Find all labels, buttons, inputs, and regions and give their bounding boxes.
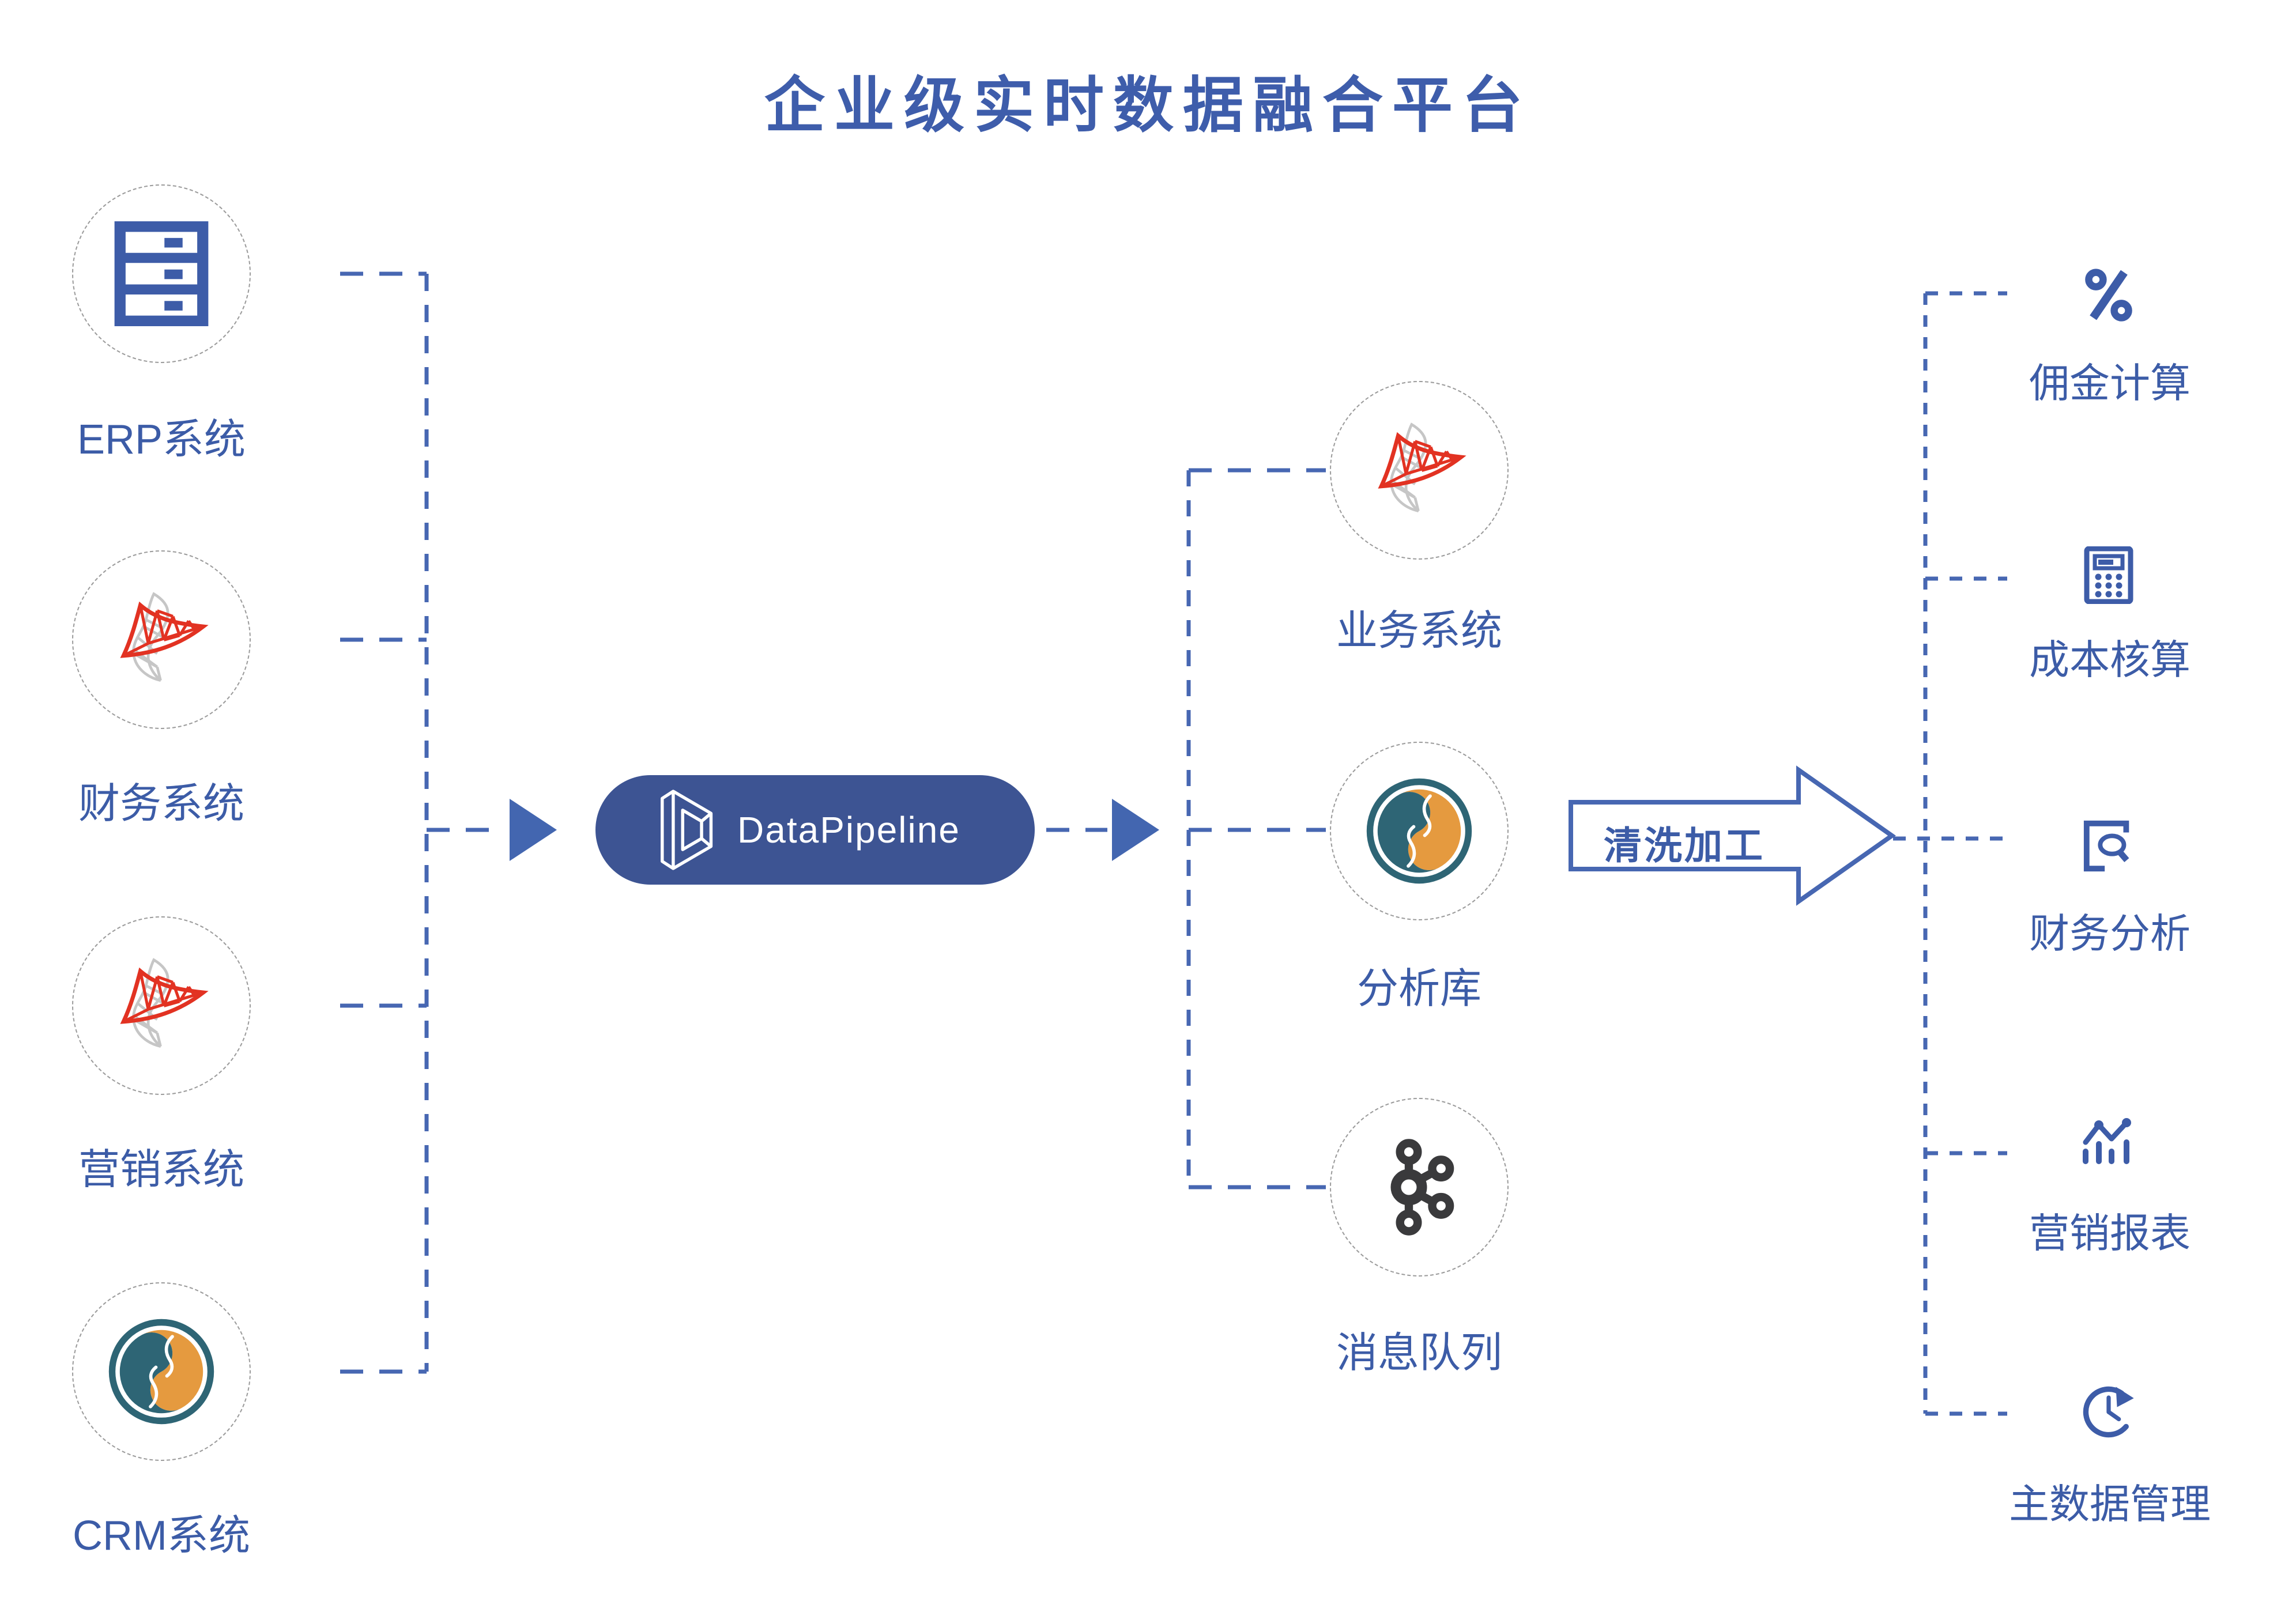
application-label: 佣金计算 — [2029, 361, 2191, 406]
process-arrow-label: 清洗加工 — [1604, 824, 1765, 867]
source-connector-lines — [340, 271, 505, 1374]
mysql-icon — [1366, 778, 1472, 884]
arrowhead-into-platform — [510, 799, 557, 861]
staging-node-analytics — [1330, 742, 1509, 920]
source-node-finance — [72, 550, 251, 729]
application-label: 主数据管理 — [2009, 1482, 2211, 1527]
source-label: 财务系统 — [78, 781, 244, 827]
application-connector-lines — [1893, 291, 2007, 1416]
datapipeline-logo-icon — [661, 790, 713, 870]
server-icon — [114, 221, 209, 326]
platform-output-lines — [1046, 468, 1326, 1189]
source-node-crm — [72, 1282, 251, 1461]
arrowhead-into-staging — [1112, 799, 1159, 861]
sqlserver-icon — [119, 957, 209, 1048]
chart-icon — [2083, 1118, 2131, 1164]
source-label: 营销系统 — [78, 1147, 244, 1193]
process-block-arrow — [1569, 765, 1896, 906]
staging-label: 消息队列 — [1336, 1330, 1502, 1376]
source-node-erp — [72, 184, 251, 363]
source-node-marketing — [72, 916, 251, 1095]
datapipeline-platform: DataPipeline — [595, 775, 1035, 885]
staging-label: 业务系统 — [1336, 608, 1502, 654]
percent-icon — [2085, 269, 2132, 322]
sqlserver-icon — [119, 591, 209, 682]
application-label: 财务分析 — [2029, 911, 2191, 956]
staging-label: 分析库 — [1356, 966, 1481, 1012]
platform-name: DataPipeline — [737, 809, 960, 851]
application-label: 成本核算 — [2029, 637, 2191, 682]
page-title: 企业级实时数据融合平台 — [764, 72, 1532, 139]
staging-node-message-queue — [1330, 1098, 1509, 1277]
sqlserver-icon — [1377, 422, 1466, 512]
kafka-icon — [1390, 1139, 1454, 1236]
staging-node-business — [1330, 381, 1509, 560]
document-search-icon — [2083, 820, 2129, 872]
calculator-icon — [2084, 546, 2133, 604]
source-label: ERP系统 — [77, 417, 246, 463]
mysql-icon — [108, 1319, 214, 1425]
clock-history-icon — [2083, 1386, 2134, 1438]
source-label: CRM系统 — [73, 1513, 250, 1559]
application-label: 营销报表 — [2029, 1211, 2191, 1256]
